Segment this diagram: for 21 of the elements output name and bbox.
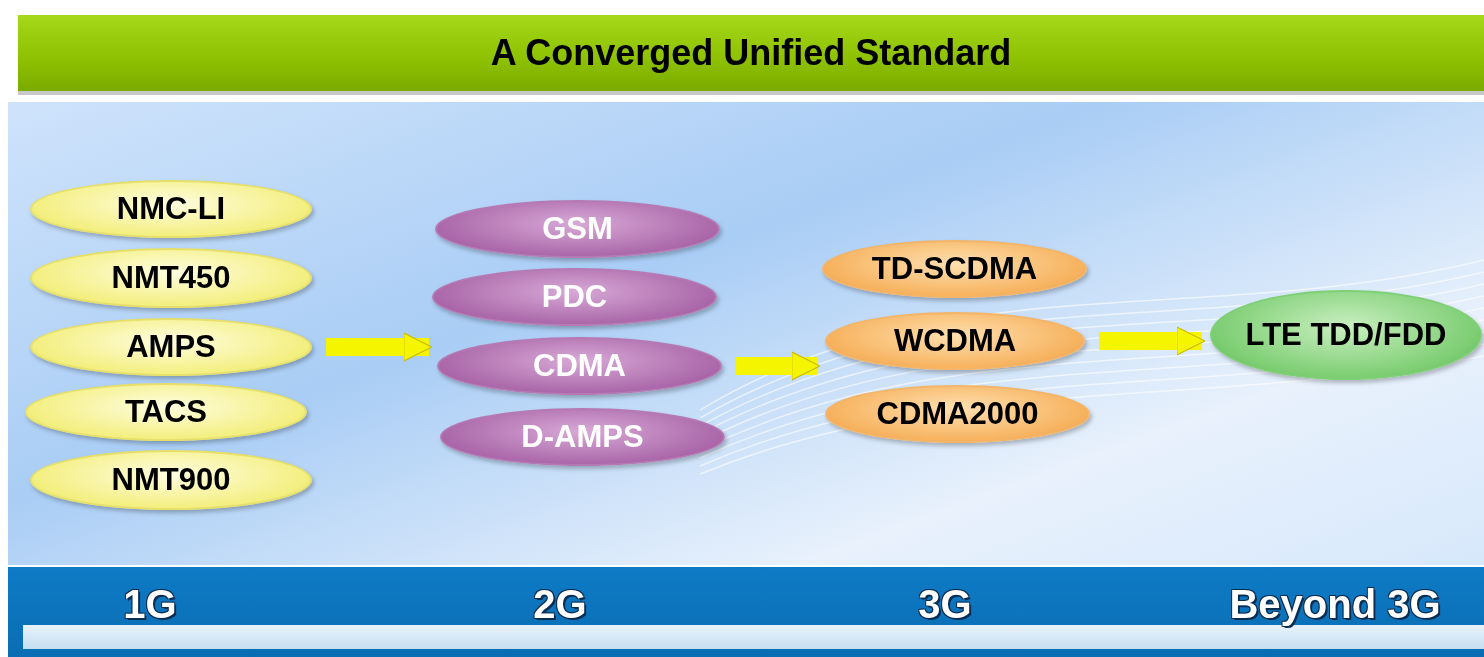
- standard-name: AMPS: [126, 327, 216, 366]
- standard-name: D-AMPS: [521, 417, 644, 456]
- generation-label: Beyond 3G: [1229, 581, 1441, 628]
- generation-label: 3G: [918, 581, 972, 628]
- block-arrow: [736, 351, 821, 381]
- standard-name: TACS: [124, 392, 208, 431]
- standard-name: NMC-LI: [116, 189, 226, 228]
- block-arrow: [1099, 326, 1206, 356]
- title: A Converged Unified Standard: [490, 31, 1012, 75]
- standard-name: GSM: [542, 209, 613, 248]
- standard-name: PDC: [541, 277, 608, 316]
- standard-name: NMT900: [111, 460, 231, 499]
- standard-name: TD-SCDMA: [871, 249, 1038, 288]
- block-arrow: [326, 332, 433, 362]
- generation-label: 2G: [533, 581, 587, 628]
- generation-label: 1G: [123, 581, 177, 628]
- standard-name: NMT450: [111, 258, 231, 297]
- standard-name: CDMA: [533, 346, 626, 385]
- standard-name: LTE TDD/FDD: [1245, 315, 1447, 354]
- standard-name: WCDMA: [893, 321, 1017, 360]
- standard-name: CDMA2000: [876, 394, 1039, 433]
